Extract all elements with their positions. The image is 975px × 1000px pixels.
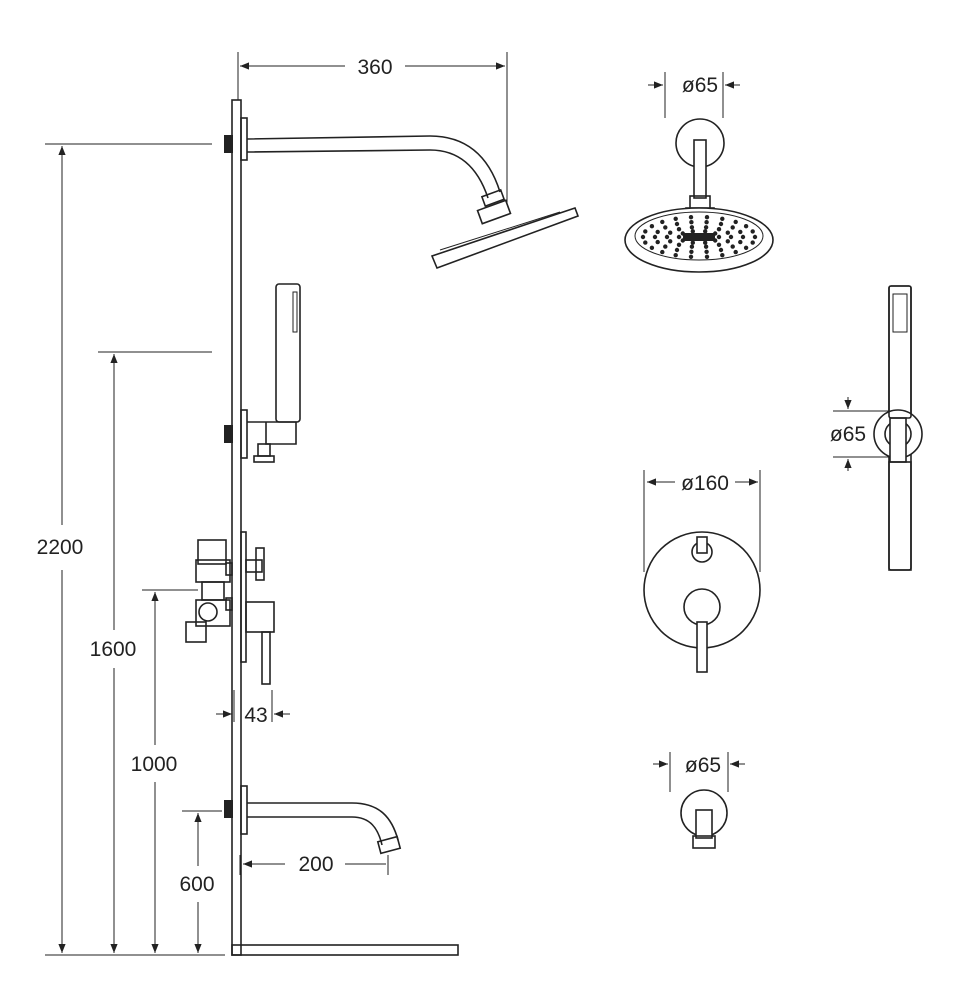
nozzle-dot bbox=[704, 220, 709, 225]
dimension-height-1600 bbox=[98, 351, 212, 953]
dimension-height-600 bbox=[182, 810, 222, 953]
nozzle-dot bbox=[690, 240, 695, 245]
nozzle-dot bbox=[688, 215, 694, 220]
nozzle-dot bbox=[676, 227, 682, 232]
nozzle-dot bbox=[689, 244, 695, 249]
nozzle-dot bbox=[663, 244, 668, 249]
nozzle-dot bbox=[676, 234, 682, 240]
mixer-valve-side bbox=[185, 531, 275, 685]
nozzle-dot bbox=[643, 229, 648, 234]
nozzle-dot bbox=[649, 245, 655, 250]
nozzle-dot bbox=[720, 216, 725, 221]
dim-label-plate-diameter: ø160 bbox=[681, 472, 729, 495]
nozzle-dot bbox=[643, 240, 648, 245]
nozzle-dot bbox=[655, 229, 660, 235]
hand-shower-side bbox=[224, 283, 301, 463]
mixer-valve-front bbox=[643, 531, 761, 673]
dimension-height-2200 bbox=[45, 143, 212, 953]
bath-spout-side bbox=[224, 785, 402, 855]
nozzle-dot bbox=[676, 242, 682, 247]
dimension-valve-depth bbox=[216, 690, 290, 722]
nozzle-dot bbox=[750, 229, 755, 234]
dim-label-head-diameter: ø65 bbox=[682, 74, 718, 97]
nozzle-dot bbox=[664, 234, 670, 240]
dimension-arm-reach bbox=[237, 52, 508, 205]
nozzle-dot bbox=[733, 249, 738, 255]
nozzle-dot bbox=[689, 249, 694, 254]
nozzle-dot bbox=[703, 244, 709, 249]
nozzle-dot bbox=[716, 227, 722, 232]
shower-head-side bbox=[430, 206, 580, 270]
nozzle-dot bbox=[738, 239, 743, 245]
nozzle-dot bbox=[716, 242, 722, 247]
nozzle-dot bbox=[740, 234, 746, 240]
nozzle-dot bbox=[640, 234, 646, 240]
nozzle-dot bbox=[716, 234, 722, 240]
dimension-height-1000 bbox=[142, 589, 198, 953]
nozzle-dot bbox=[674, 221, 680, 227]
nozzle-dot bbox=[730, 244, 735, 249]
nozzle-dot bbox=[704, 249, 709, 254]
dim-label-360: 360 bbox=[357, 56, 392, 79]
nozzle-dot bbox=[655, 239, 660, 245]
nozzle-dot bbox=[720, 253, 725, 258]
wall-panel bbox=[231, 99, 459, 956]
nozzle-dot bbox=[689, 220, 694, 225]
dimension-head-diameter bbox=[648, 72, 740, 118]
dimension-spout-diameter bbox=[653, 752, 745, 792]
dim-label-1000: 1000 bbox=[131, 753, 178, 776]
dimension-spout-reach bbox=[239, 855, 389, 875]
nozzle-dot bbox=[733, 219, 738, 225]
shower-head-front bbox=[624, 118, 774, 273]
nozzle-dot bbox=[728, 234, 734, 240]
nozzle-dot bbox=[730, 225, 735, 230]
nozzle-dot bbox=[652, 234, 658, 240]
nozzle-dot bbox=[668, 230, 673, 235]
nozzle-dot bbox=[725, 230, 730, 235]
nozzle-dot bbox=[690, 229, 695, 234]
nozzle-dot bbox=[668, 239, 673, 244]
nozzle-dot bbox=[663, 225, 668, 230]
dimension-bracket-diameter bbox=[833, 397, 890, 471]
hand-shower-front bbox=[873, 285, 923, 571]
nozzle-dot bbox=[703, 225, 709, 230]
nozzle-dot bbox=[703, 240, 708, 245]
nozzle-dot bbox=[718, 221, 724, 227]
nozzle-dot bbox=[673, 253, 678, 258]
dim-label-43: 43 bbox=[244, 704, 267, 727]
nozzle-dot bbox=[750, 240, 755, 245]
nozzle-dot bbox=[725, 239, 730, 244]
nozzle-dot bbox=[703, 229, 708, 234]
nozzle-dot bbox=[673, 216, 678, 221]
nozzle-dot bbox=[738, 229, 743, 235]
shower-arm bbox=[224, 117, 512, 225]
nozzle-dot bbox=[674, 247, 680, 253]
dim-label-1600: 1600 bbox=[90, 638, 137, 661]
nozzle-dot bbox=[649, 224, 655, 229]
nozzle-dot bbox=[743, 245, 749, 250]
nozzle-dot bbox=[704, 254, 710, 259]
nozzle-dot bbox=[743, 224, 749, 229]
dim-label-600: 600 bbox=[179, 873, 214, 896]
nozzle-dot bbox=[660, 249, 665, 255]
nozzle-dot bbox=[718, 247, 724, 253]
dim-label-bracket-diameter: ø65 bbox=[830, 423, 866, 446]
dim-label-200: 200 bbox=[298, 853, 333, 876]
nozzle-dot bbox=[660, 219, 665, 225]
bath-spout-front bbox=[680, 789, 728, 849]
dim-label-spout-diameter: ø65 bbox=[685, 754, 721, 777]
nozzle-dot bbox=[752, 234, 758, 240]
nozzle-dot bbox=[688, 254, 694, 259]
nozzle-dot bbox=[689, 225, 695, 230]
dim-label-2200: 2200 bbox=[37, 536, 84, 559]
nozzle-dot bbox=[704, 215, 710, 220]
dimension-plate-diameter bbox=[643, 470, 761, 572]
